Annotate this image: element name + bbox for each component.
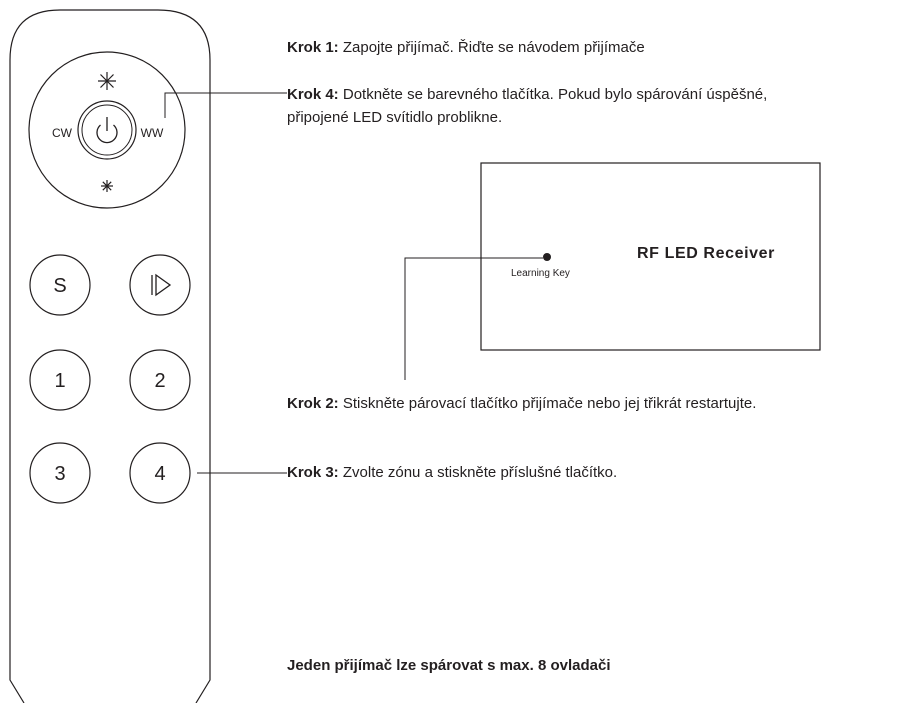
step3-body: Zvolte zónu a stiskněte příslušné tlačít… bbox=[342, 464, 618, 481]
learning-key-label: Learning Key bbox=[511, 268, 570, 279]
zone-1-button[interactable] bbox=[29, 349, 91, 411]
zone-4-label: 4 bbox=[154, 463, 165, 485]
zone-1-label: 1 bbox=[54, 370, 65, 392]
step4-body: Dotkněte se barevného tlačítka. Pokud by… bbox=[342, 86, 768, 103]
learning-key-dot[interactable] bbox=[543, 253, 551, 261]
cw-label[interactable]: CW bbox=[52, 126, 73, 140]
receiver-box bbox=[480, 162, 821, 351]
step2-text: Krok 2: Stiskněte párovací tlačítko přij… bbox=[287, 394, 756, 414]
step2-label: Krok 2: bbox=[287, 395, 339, 412]
zone-4-button[interactable] bbox=[129, 442, 191, 504]
step1-label: Krok 1: bbox=[287, 39, 339, 56]
play-button[interactable] bbox=[129, 254, 191, 316]
power-button[interactable] bbox=[77, 100, 137, 160]
step4-text-line2: připojené LED svítidlo problikne. bbox=[287, 108, 502, 128]
footer-note: Jeden přijímač lze spárovat s max. 8 ovl… bbox=[287, 657, 611, 674]
zone-2-label: 2 bbox=[154, 370, 165, 392]
zone-3-button[interactable] bbox=[29, 442, 91, 504]
step4-label: Krok 4: bbox=[287, 86, 339, 103]
step1-text: Krok 1: Zapojte přijímač. Řiďte se návod… bbox=[287, 38, 645, 58]
brightness-up-icon[interactable] bbox=[98, 72, 116, 90]
power-button-inner bbox=[81, 104, 133, 156]
step3-label: Krok 3: bbox=[287, 464, 339, 481]
remote-body bbox=[9, 9, 211, 703]
step2-leader-line bbox=[404, 257, 543, 380]
receiver-title: RF LED Receiver bbox=[637, 245, 775, 262]
brightness-down-icon[interactable] bbox=[101, 180, 113, 192]
zone-3-label: 3 bbox=[54, 463, 65, 485]
ww-label[interactable]: WW bbox=[141, 126, 164, 140]
step4-body-line2: připojené LED svítidlo problikne. bbox=[287, 109, 503, 126]
color-ring[interactable] bbox=[28, 51, 186, 209]
s-button-label: S bbox=[53, 275, 66, 297]
s-button[interactable] bbox=[29, 254, 91, 316]
step4-text: Krok 4: Dotkněte se barevného tlačítka. … bbox=[287, 85, 767, 105]
power-icon bbox=[96, 117, 118, 144]
play-icon bbox=[151, 273, 172, 297]
zone-2-button[interactable] bbox=[129, 349, 191, 411]
step4-leader-line bbox=[164, 92, 287, 118]
step3-text: Krok 3: Zvolte zónu a stiskněte příslušn… bbox=[287, 463, 617, 483]
step2-body: Stiskněte párovací tlačítko přijímače ne… bbox=[342, 395, 757, 412]
step1-body: Zapojte přijímač. Řiďte se návodem přijí… bbox=[342, 39, 645, 56]
